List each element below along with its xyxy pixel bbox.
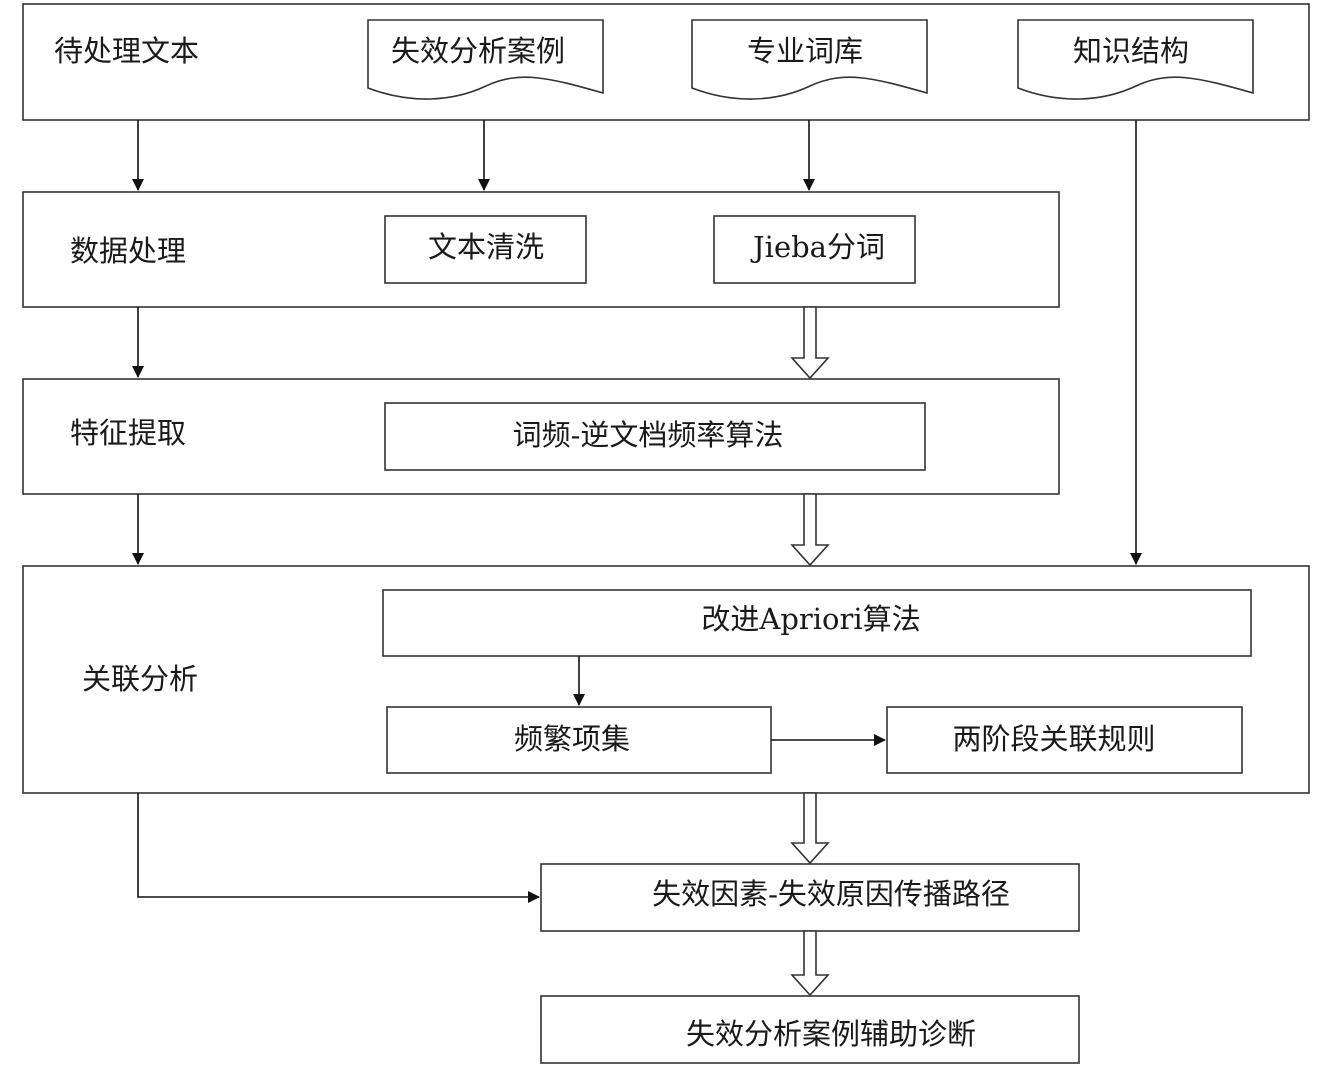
box-two-stage-rules <box>886 706 1243 774</box>
step-jieba-label: Jieba分词 <box>753 230 885 264</box>
stage-association-label: 关联分析 <box>82 662 199 696</box>
box-tfidf <box>384 402 926 471</box>
source-doc-knowledge <box>1017 19 1254 100</box>
box-text-cleaning <box>384 215 587 284</box>
tfidf-label: 词频-逆文档频率算法 <box>512 418 784 452</box>
apriori-label: 改进Apriori算法 <box>701 602 921 636</box>
two-stage-rules-label: 两阶段关联规则 <box>952 722 1156 756</box>
block-arrow-association-to-path <box>790 792 830 865</box>
source-cases-label: 失效分析案例 <box>390 34 566 68</box>
stage-features-label: 特征提取 <box>70 416 187 450</box>
block-arrow-path-to-diagnosis <box>790 930 830 997</box>
source-knowledge-label: 知识结构 <box>1072 34 1190 68</box>
propagation-path-label: 失效因素-失效原因传播路径 <box>652 877 1010 911</box>
stage-input-label: 待处理文本 <box>54 34 200 68</box>
source-lexicon-label: 专业词库 <box>746 34 864 68</box>
itemsets-label: 频繁项集 <box>513 722 631 756</box>
block-arrow-preprocess-to-features <box>790 306 830 380</box>
box-apriori <box>382 589 1252 657</box>
stage-association-frame <box>22 565 1310 794</box>
stage-features-frame <box>22 378 1060 495</box>
source-doc-cases <box>367 19 604 100</box>
stage-preprocess-frame <box>22 191 1060 308</box>
arrow-association-to-path <box>137 793 540 903</box>
box-jieba <box>713 215 916 284</box>
stage-input-frame <box>22 3 1310 121</box>
diagnosis-label: 失效分析案例辅助诊断 <box>685 1017 977 1051</box>
step-text-cleaning-label: 文本清洗 <box>427 230 545 264</box>
block-arrow-features-to-association <box>790 493 830 567</box>
source-doc-lexicon <box>691 19 928 100</box>
stage-preprocess-label: 数据处理 <box>70 234 187 268</box>
